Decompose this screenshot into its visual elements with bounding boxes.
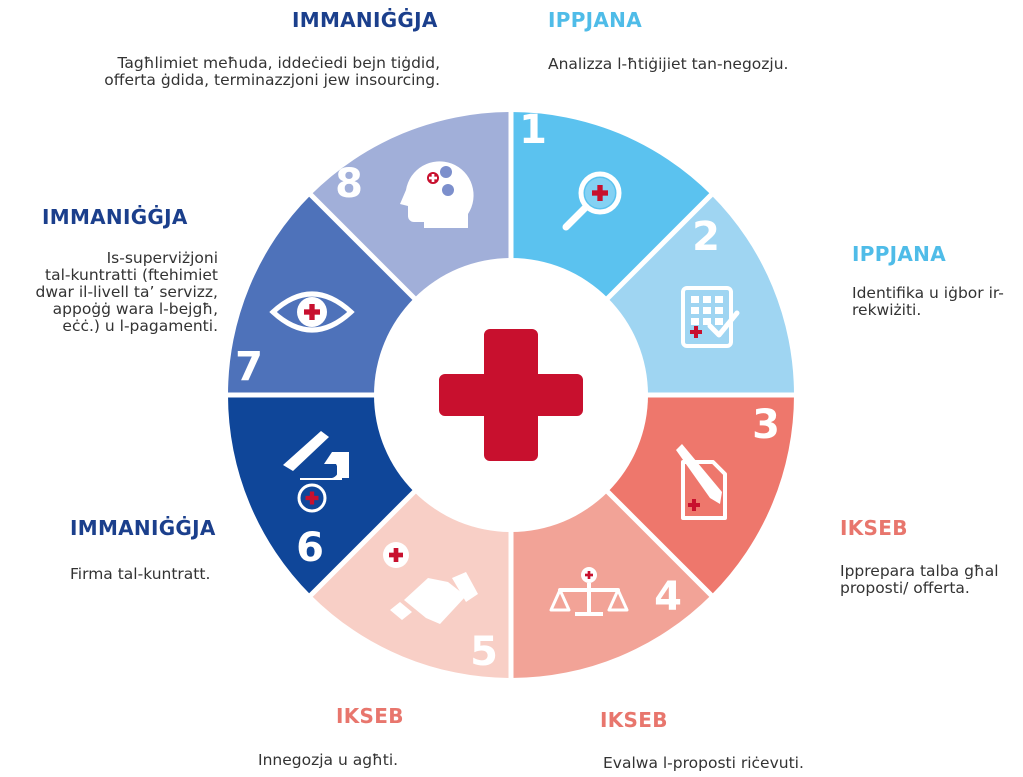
description-line: Evalwa l-proposti riċevuti. xyxy=(603,754,804,772)
scales-icon xyxy=(549,567,629,616)
phase-label-step-1: IPPJANA xyxy=(548,8,642,32)
description-line: Is-superviżjoni xyxy=(106,249,218,267)
description-line: Firma tal-kuntratt. xyxy=(70,565,211,583)
eye-icon xyxy=(269,291,355,333)
description-step-4: Evalwa l-proposti riċevuti. xyxy=(603,755,804,772)
step-number-7: 7 xyxy=(235,344,263,390)
segment-divider xyxy=(602,190,716,304)
phase-label-step-4: IKSEB xyxy=(600,708,668,732)
description-step-5: Innegozja u agħti. xyxy=(258,752,398,769)
step-number-1: 1 xyxy=(519,107,547,153)
description-line: Tagħlimiet meħuda, iddeċiedi bejn tiġdid… xyxy=(117,54,440,72)
signing-hand-icon xyxy=(283,431,349,513)
segment-step-4 xyxy=(511,491,712,678)
step-number-2: 2 xyxy=(692,214,720,260)
segment-divider xyxy=(306,486,420,600)
description-line: eċċ.) u l-pagamenti. xyxy=(62,317,218,335)
phase-label-step-2: IPPJANA xyxy=(852,242,946,266)
step-number-6: 6 xyxy=(296,525,324,571)
description-line: appoġġ wara l-bejgħ, xyxy=(52,300,218,318)
step-number-3: 3 xyxy=(752,402,780,448)
step-number-5: 5 xyxy=(470,629,498,675)
segment-divider xyxy=(306,190,420,304)
description-step-2: Identifika u iġbor ir- rekwiżiti. xyxy=(852,285,1004,319)
description-line: rekwiżiti. xyxy=(852,301,922,319)
segment-step-3 xyxy=(607,395,794,596)
description-line: tal-kuntratti (ftehimiet xyxy=(45,266,218,284)
step-number-8: 8 xyxy=(335,161,363,207)
description-line: Innegozja u agħti. xyxy=(258,751,399,769)
description-line: proposti/ offerta. xyxy=(840,579,970,597)
description-step-3: Ipprepara talba għal proposti/ offerta. xyxy=(840,563,999,597)
description-line: Ipprepara talba għal xyxy=(840,562,999,580)
description-step-7: Is-superviżjoni tal-kuntratti (ftehimiet… xyxy=(36,250,218,335)
phase-label-step-5: IKSEB xyxy=(336,704,404,728)
phase-label-step-7: IMMANIĠĠJA xyxy=(42,205,188,229)
description-line: Identifika u iġbor ir- xyxy=(852,284,1004,302)
segment-step-5 xyxy=(310,491,511,678)
document-pen-icon xyxy=(676,444,727,520)
description-line: offerta ġdida, terminazzjoni jew insourc… xyxy=(104,71,440,89)
phase-label-step-3: IKSEB xyxy=(840,516,908,540)
checklist-icon xyxy=(681,286,740,348)
segment-divider xyxy=(602,486,716,600)
description-step-8: Tagħlimiet meħuda, iddeċiedi bejn tiġdid… xyxy=(104,55,440,89)
phase-label-step-6: IMMANIĠĠJA xyxy=(70,516,216,540)
description-step-1: Analizza l-ħtiġijiet tan-negozju. xyxy=(548,56,788,73)
description-line: dwar il-livell ta’ servizz, xyxy=(35,283,218,301)
magnifier-cross-icon xyxy=(562,171,622,231)
segment-step-6 xyxy=(228,395,415,596)
description-step-6: Firma tal-kuntratt. xyxy=(70,566,210,583)
red-cross-icon xyxy=(439,329,583,461)
phase-label-step-8: IMMANIĠĠJA xyxy=(292,8,438,32)
handshake-icon xyxy=(383,542,478,624)
head-gears-icon xyxy=(400,161,474,228)
step-number-4: 4 xyxy=(654,574,682,620)
description-line: Analizza l-ħtiġijiet tan-negozju. xyxy=(548,55,789,73)
segment-step-2 xyxy=(607,194,794,395)
